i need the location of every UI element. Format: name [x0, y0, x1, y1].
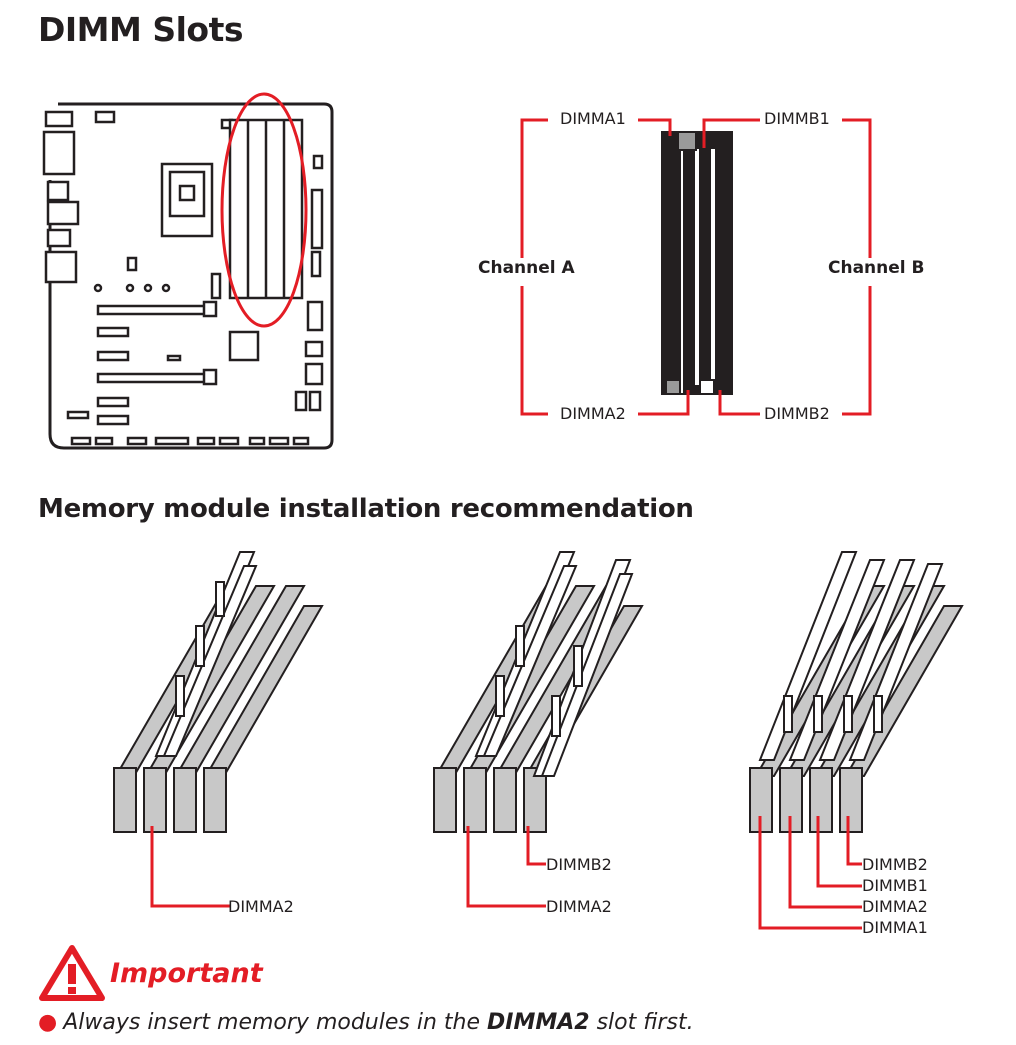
label-channel-b: Channel B [828, 258, 925, 278]
motherboard-diagram [42, 92, 334, 450]
bullet-icon: ● [38, 1010, 58, 1035]
config2-label-dimmb2: DIMMB2 [546, 855, 612, 874]
note-suffix: slot first. [589, 1010, 694, 1035]
config3-label-dimma1: DIMMA1 [862, 918, 928, 937]
page-title: DIMM Slots [38, 10, 244, 49]
label-dimma1: DIMMA1 [560, 109, 626, 128]
label-dimmb2: DIMMB2 [764, 404, 830, 423]
label-channel-a: Channel A [478, 258, 575, 278]
important-note: ●Always insert memory modules in the DIM… [38, 1010, 694, 1035]
config-four-modules [749, 551, 964, 930]
dimm-highlight-oval [220, 92, 308, 328]
config-one-module [113, 551, 324, 908]
config1-label-dimma2: DIMMA2 [228, 897, 294, 916]
label-dimmb1: DIMMB1 [764, 109, 830, 128]
recommendation-heading: Memory module installation recommendatio… [38, 494, 694, 524]
note-prefix: Always insert memory modules in the [63, 1010, 487, 1035]
dimm-slot-layout-diagram [520, 118, 872, 416]
config2-label-dimma2: DIMMA2 [546, 897, 612, 916]
config3-label-dimmb1: DIMMB1 [862, 876, 928, 895]
important-heading: Important [110, 958, 263, 989]
label-dimma2: DIMMA2 [560, 404, 626, 423]
config3-label-dimmb2: DIMMB2 [862, 855, 928, 874]
config-two-modules [433, 551, 644, 908]
warning-icon [39, 945, 105, 1001]
note-bold: DIMMA2 [487, 1010, 590, 1035]
config3-label-dimma2: DIMMA2 [862, 897, 928, 916]
